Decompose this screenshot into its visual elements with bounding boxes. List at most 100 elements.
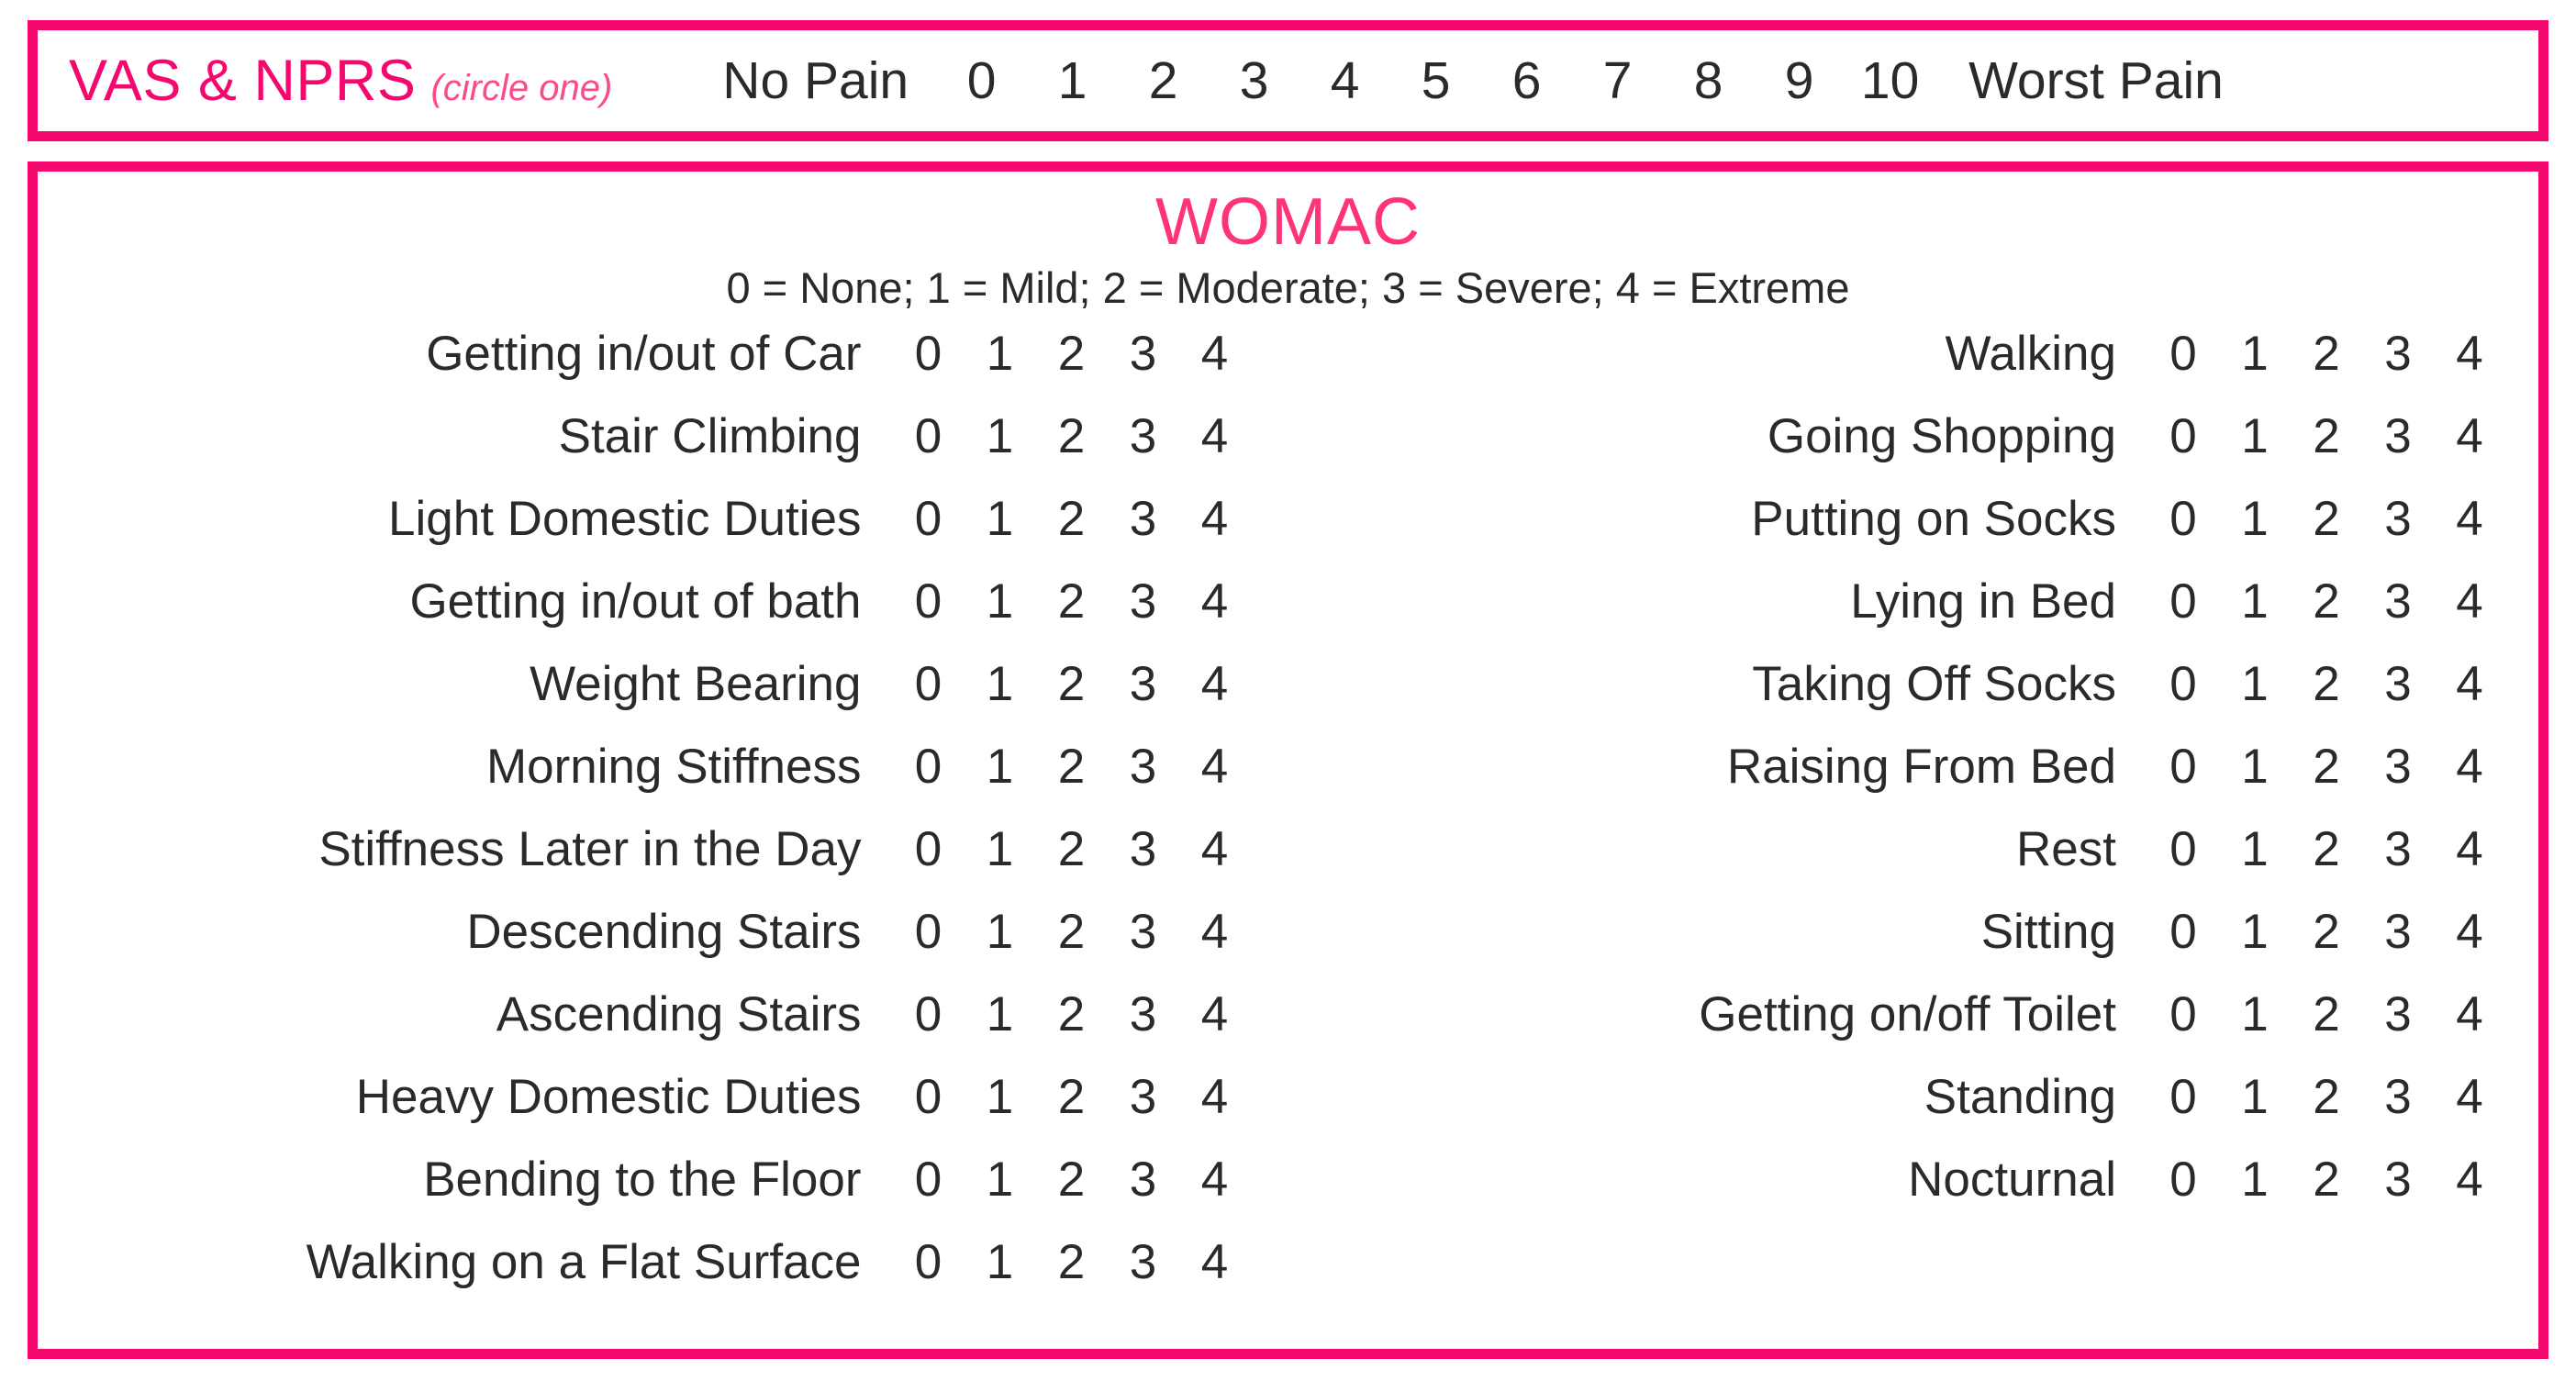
womac-option-0[interactable]: 0: [914, 821, 942, 876]
womac-option-1[interactable]: 1: [2241, 574, 2269, 629]
womac-option-2[interactable]: 2: [2313, 656, 2340, 711]
womac-option-1[interactable]: 1: [986, 904, 1014, 959]
womac-option-3[interactable]: 3: [2384, 739, 2412, 794]
womac-option-4[interactable]: 4: [1200, 656, 1229, 711]
vas-scale-option-2[interactable]: 2: [1148, 51, 1178, 110]
womac-option-3[interactable]: 3: [1129, 904, 1157, 959]
womac-option-0[interactable]: 0: [2169, 326, 2197, 381]
womac-option-1[interactable]: 1: [2241, 1152, 2269, 1207]
womac-option-0[interactable]: 0: [2169, 904, 2197, 959]
vas-scale-option-4[interactable]: 4: [1330, 51, 1360, 110]
womac-option-3[interactable]: 3: [2384, 986, 2412, 1041]
womac-option-4[interactable]: 4: [1200, 491, 1229, 546]
womac-option-0[interactable]: 0: [914, 574, 942, 629]
womac-option-3[interactable]: 3: [2384, 821, 2412, 876]
womac-option-2[interactable]: 2: [1057, 1069, 1086, 1124]
womac-option-4[interactable]: 4: [2456, 408, 2483, 463]
womac-option-0[interactable]: 0: [914, 326, 942, 381]
womac-option-3[interactable]: 3: [2384, 904, 2412, 959]
womac-option-4[interactable]: 4: [2456, 656, 2483, 711]
womac-option-2[interactable]: 2: [1057, 739, 1086, 794]
womac-option-3[interactable]: 3: [1129, 1152, 1157, 1207]
womac-option-4[interactable]: 4: [2456, 821, 2483, 876]
womac-option-1[interactable]: 1: [986, 1152, 1014, 1207]
womac-option-3[interactable]: 3: [2384, 1152, 2412, 1207]
vas-scale-option-0[interactable]: 0: [966, 51, 997, 110]
womac-option-1[interactable]: 1: [2241, 821, 2269, 876]
womac-option-3[interactable]: 3: [2384, 491, 2412, 546]
womac-option-2[interactable]: 2: [1057, 821, 1086, 876]
womac-option-1[interactable]: 1: [2241, 491, 2269, 546]
womac-option-0[interactable]: 0: [2169, 1152, 2197, 1207]
womac-option-3[interactable]: 3: [1129, 986, 1157, 1041]
womac-option-2[interactable]: 2: [2313, 1152, 2340, 1207]
womac-option-0[interactable]: 0: [2169, 739, 2197, 794]
vas-scale-option-3[interactable]: 3: [1239, 51, 1269, 110]
womac-option-4[interactable]: 4: [2456, 574, 2483, 629]
womac-option-3[interactable]: 3: [2384, 656, 2412, 711]
womac-option-3[interactable]: 3: [1129, 491, 1157, 546]
womac-option-2[interactable]: 2: [2313, 904, 2340, 959]
womac-option-2[interactable]: 2: [2313, 574, 2340, 629]
womac-option-1[interactable]: 1: [2241, 986, 2269, 1041]
womac-option-3[interactable]: 3: [2384, 574, 2412, 629]
womac-option-1[interactable]: 1: [2241, 1069, 2269, 1124]
womac-option-3[interactable]: 3: [1129, 1234, 1157, 1289]
womac-option-2[interactable]: 2: [2313, 1069, 2340, 1124]
womac-option-4[interactable]: 4: [2456, 326, 2483, 381]
womac-option-3[interactable]: 3: [1129, 739, 1157, 794]
womac-option-1[interactable]: 1: [986, 408, 1014, 463]
womac-option-3[interactable]: 3: [2384, 1069, 2412, 1124]
womac-option-4[interactable]: 4: [1200, 739, 1229, 794]
vas-scale-option-1[interactable]: 1: [1057, 51, 1087, 110]
womac-option-2[interactable]: 2: [1057, 408, 1086, 463]
womac-option-1[interactable]: 1: [986, 574, 1014, 629]
womac-option-2[interactable]: 2: [2313, 326, 2340, 381]
womac-option-4[interactable]: 4: [2456, 1152, 2483, 1207]
womac-option-0[interactable]: 0: [2169, 491, 2197, 546]
womac-option-0[interactable]: 0: [2169, 656, 2197, 711]
womac-option-0[interactable]: 0: [914, 1234, 942, 1289]
vas-scale-option-7[interactable]: 7: [1602, 51, 1633, 110]
vas-scale-option-9[interactable]: 9: [1784, 51, 1814, 110]
womac-option-1[interactable]: 1: [986, 326, 1014, 381]
vas-scale-option-10[interactable]: 10: [1860, 51, 1920, 110]
womac-option-1[interactable]: 1: [2241, 739, 2269, 794]
womac-option-4[interactable]: 4: [1200, 1234, 1229, 1289]
womac-option-3[interactable]: 3: [1129, 326, 1157, 381]
womac-option-1[interactable]: 1: [2241, 656, 2269, 711]
womac-option-0[interactable]: 0: [2169, 1069, 2197, 1124]
womac-option-3[interactable]: 3: [1129, 1069, 1157, 1124]
womac-option-4[interactable]: 4: [1200, 986, 1229, 1041]
womac-option-0[interactable]: 0: [914, 1069, 942, 1124]
womac-option-4[interactable]: 4: [1200, 408, 1229, 463]
womac-option-2[interactable]: 2: [1057, 986, 1086, 1041]
vas-scale-option-6[interactable]: 6: [1511, 51, 1542, 110]
womac-option-2[interactable]: 2: [1057, 1152, 1086, 1207]
womac-option-3[interactable]: 3: [1129, 408, 1157, 463]
vas-scale-option-8[interactable]: 8: [1693, 51, 1723, 110]
womac-option-4[interactable]: 4: [1200, 326, 1229, 381]
womac-option-3[interactable]: 3: [1129, 821, 1157, 876]
womac-option-2[interactable]: 2: [2313, 491, 2340, 546]
womac-option-1[interactable]: 1: [986, 1234, 1014, 1289]
womac-option-2[interactable]: 2: [1057, 574, 1086, 629]
womac-option-0[interactable]: 0: [2169, 986, 2197, 1041]
womac-option-4[interactable]: 4: [2456, 904, 2483, 959]
womac-option-2[interactable]: 2: [1057, 1234, 1086, 1289]
womac-option-4[interactable]: 4: [2456, 1069, 2483, 1124]
womac-option-0[interactable]: 0: [2169, 574, 2197, 629]
womac-option-0[interactable]: 0: [914, 904, 942, 959]
womac-option-0[interactable]: 0: [914, 739, 942, 794]
womac-option-2[interactable]: 2: [2313, 739, 2340, 794]
womac-option-1[interactable]: 1: [2241, 326, 2269, 381]
womac-option-2[interactable]: 2: [1057, 656, 1086, 711]
womac-option-3[interactable]: 3: [1129, 656, 1157, 711]
womac-option-0[interactable]: 0: [914, 408, 942, 463]
womac-option-4[interactable]: 4: [1200, 904, 1229, 959]
womac-option-1[interactable]: 1: [986, 986, 1014, 1041]
womac-option-0[interactable]: 0: [914, 656, 942, 711]
womac-option-2[interactable]: 2: [1057, 904, 1086, 959]
womac-option-2[interactable]: 2: [1057, 326, 1086, 381]
womac-option-4[interactable]: 4: [2456, 986, 2483, 1041]
